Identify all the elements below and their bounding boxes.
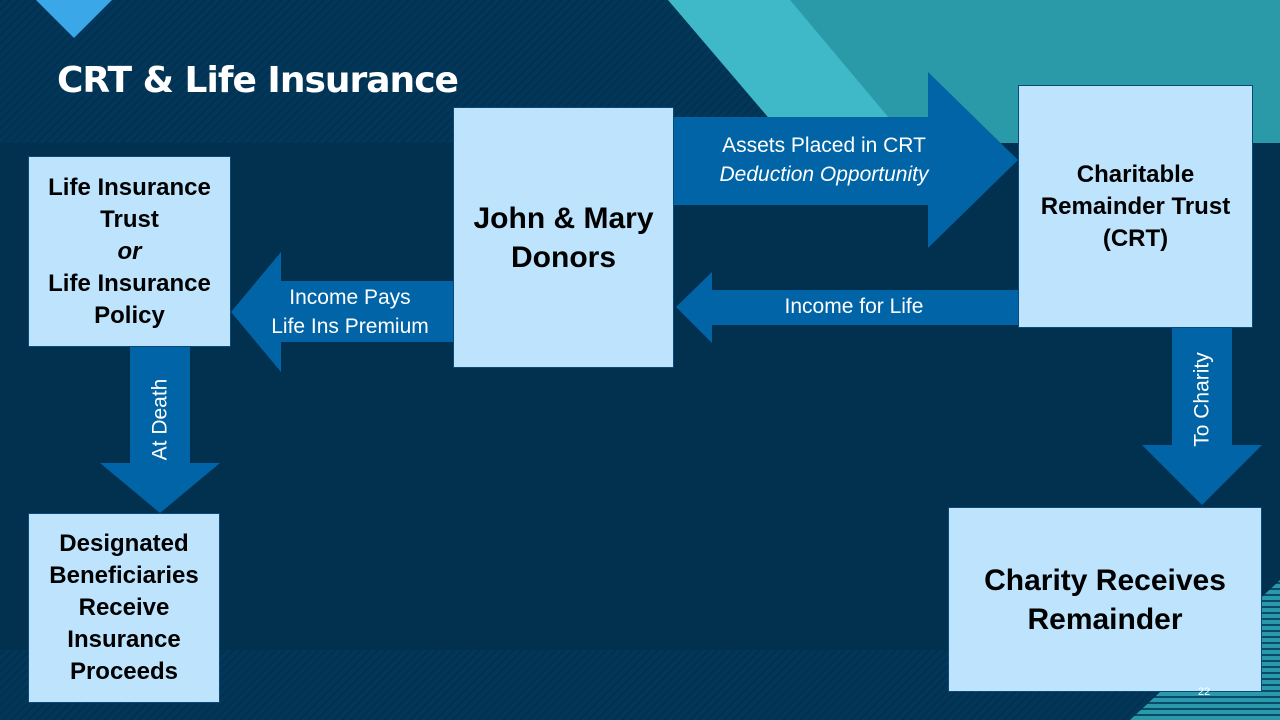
box-text: or bbox=[117, 237, 142, 265]
arrow-text: Income Pays bbox=[289, 286, 411, 309]
arrow-text: Assets Placed in CRT bbox=[722, 134, 926, 157]
box-text: Policy bbox=[94, 301, 165, 329]
arrow-income-for-life bbox=[676, 272, 1018, 343]
box-text: Donors bbox=[511, 240, 616, 274]
beneficiaries-box: Designated Beneficiaries Receive Insuran… bbox=[28, 513, 220, 703]
premium-arrow-label: Income Pays Life Ins Premium bbox=[250, 283, 450, 341]
box-text: Trust bbox=[100, 205, 159, 233]
page-number: 22 bbox=[1198, 686, 1211, 698]
box-text: Life Insurance bbox=[48, 173, 211, 201]
assets-arrow-label: Assets Placed in CRT Deduction Opportuni… bbox=[684, 131, 964, 189]
income-for-life-label: Income for Life bbox=[784, 295, 924, 318]
box-text: Charitable bbox=[1076, 160, 1195, 188]
box-text: Proceeds bbox=[69, 658, 179, 685]
box-text: Charity Receives bbox=[984, 563, 1226, 597]
logo-triangle bbox=[36, 0, 112, 38]
page-title: CRT & Life Insurance bbox=[57, 60, 459, 101]
donors-box: John & Mary Donors bbox=[453, 107, 674, 368]
arrow-assets bbox=[674, 72, 1018, 248]
arrow-text: Life Ins Premium bbox=[271, 315, 429, 338]
box-text: Insurance bbox=[67, 626, 181, 653]
box-text: Remainder Trust bbox=[1040, 192, 1231, 220]
life-insurance-box: Life Insurance Trust or Life Insurance P… bbox=[28, 156, 231, 347]
at-death-label: At Death bbox=[148, 378, 172, 461]
arrow-at-death bbox=[100, 347, 220, 513]
box-text: Remainder bbox=[1027, 602, 1183, 636]
charity-box: Charity Receives Remainder bbox=[948, 507, 1262, 692]
box-text: Life Insurance bbox=[48, 269, 211, 297]
box-text: Beneficiaries bbox=[49, 562, 199, 589]
box-text: John & Mary bbox=[473, 201, 654, 235]
box-text: Receive bbox=[78, 594, 170, 621]
box-text: Designated bbox=[59, 530, 189, 557]
box-text: (CRT) bbox=[1102, 224, 1169, 252]
to-charity-label: To Charity bbox=[1190, 352, 1214, 447]
arrow-text: Deduction Opportunity bbox=[719, 163, 929, 186]
arrow-to-charity bbox=[1142, 328, 1262, 505]
arrow-premium bbox=[231, 252, 453, 372]
crt-box: Charitable Remainder Trust (CRT) bbox=[1018, 85, 1253, 328]
